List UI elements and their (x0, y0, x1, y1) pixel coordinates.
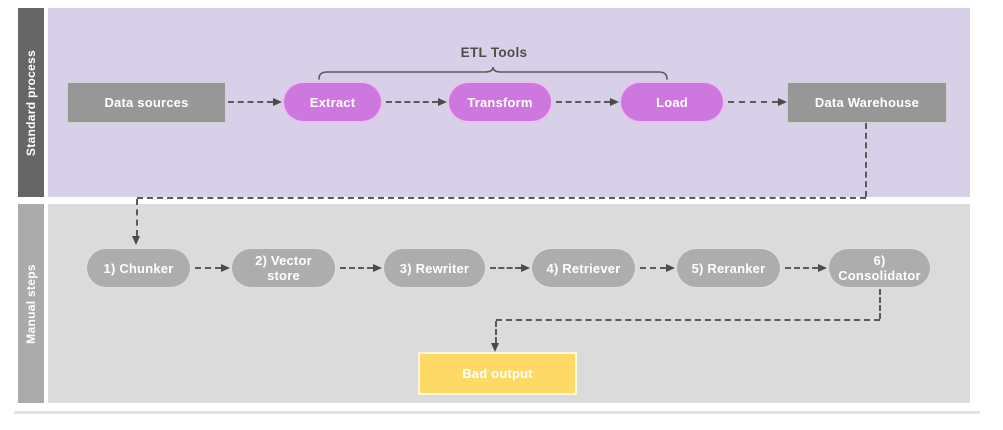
connector-consolidator-across (496, 319, 880, 321)
node-data-sources: Data sources (67, 82, 226, 123)
connector-warehouse-down (865, 123, 867, 197)
lane-strip-manual-steps: Manual steps (18, 204, 44, 403)
node-label: 1) Chunker (103, 260, 174, 276)
arrow-chunker-to-vector-store (195, 267, 221, 269)
node-reranker: 5) Reranker (675, 247, 782, 289)
arrowhead-icon (666, 264, 675, 272)
lane-strip-standard-process: Standard process (18, 8, 44, 197)
arrowhead-icon (373, 264, 382, 272)
node-load: Load (619, 81, 725, 123)
node-label: 6) Consolidator (838, 253, 921, 283)
arrowhead-icon (610, 98, 619, 106)
node-chunker: 1) Chunker (85, 247, 192, 289)
node-label: 4) Retriever (546, 260, 621, 276)
node-label: Data sources (104, 95, 189, 110)
connector-into-bad-output (495, 321, 497, 343)
node-label: Data Warehouse (814, 95, 920, 110)
arrow-rewriter-to-retriever (490, 267, 521, 269)
arrow-data-sources-to-extract (228, 101, 273, 103)
curly-brace-shape (318, 66, 668, 80)
node-vector-store: 2) Vector store (230, 247, 337, 289)
node-consolidator: 6) Consolidator (827, 247, 932, 289)
node-data-warehouse: Data Warehouse (787, 82, 947, 123)
node-label: Load (656, 94, 688, 110)
arrowhead-icon (273, 98, 282, 106)
arrow-reranker-to-consolidator (785, 267, 818, 269)
node-transform: Transform (447, 81, 553, 123)
arrowhead-icon (818, 264, 827, 272)
node-label: 3) Rewriter (399, 260, 470, 276)
node-label: 2) Vector store (255, 253, 312, 283)
arrow-load-to-data-warehouse (728, 101, 778, 103)
connector-warehouse-across (137, 197, 866, 199)
arrowhead-icon (132, 236, 140, 245)
lane-label-standard-process: Standard process (24, 49, 39, 156)
arrow-extract-to-transform (386, 101, 438, 103)
node-bad-output: Bad output (418, 352, 577, 395)
node-label: Extract (309, 94, 356, 110)
connector-into-chunker (136, 199, 138, 236)
arrowhead-icon (221, 264, 230, 272)
node-label: Transform (467, 94, 533, 110)
etl-tools-label: ETL Tools (460, 45, 528, 60)
arrowhead-icon (778, 98, 787, 106)
arrow-retriever-to-reranker (640, 267, 666, 269)
arrowhead-icon (521, 264, 530, 272)
bottom-divider (14, 411, 980, 414)
node-rewriter: 3) Rewriter (382, 247, 487, 289)
node-label: 5) Reranker (691, 260, 766, 276)
node-label: Bad output (462, 366, 533, 381)
arrow-transform-to-load (556, 101, 610, 103)
arrowhead-icon (491, 343, 499, 352)
lane-label-manual-steps: Manual steps (24, 263, 38, 344)
arrow-vector-store-to-rewriter (340, 267, 373, 269)
arrowhead-icon (438, 98, 447, 106)
node-retriever: 4) Retriever (530, 247, 637, 289)
connector-consolidator-down (879, 289, 881, 319)
node-extract: Extract (282, 81, 383, 123)
